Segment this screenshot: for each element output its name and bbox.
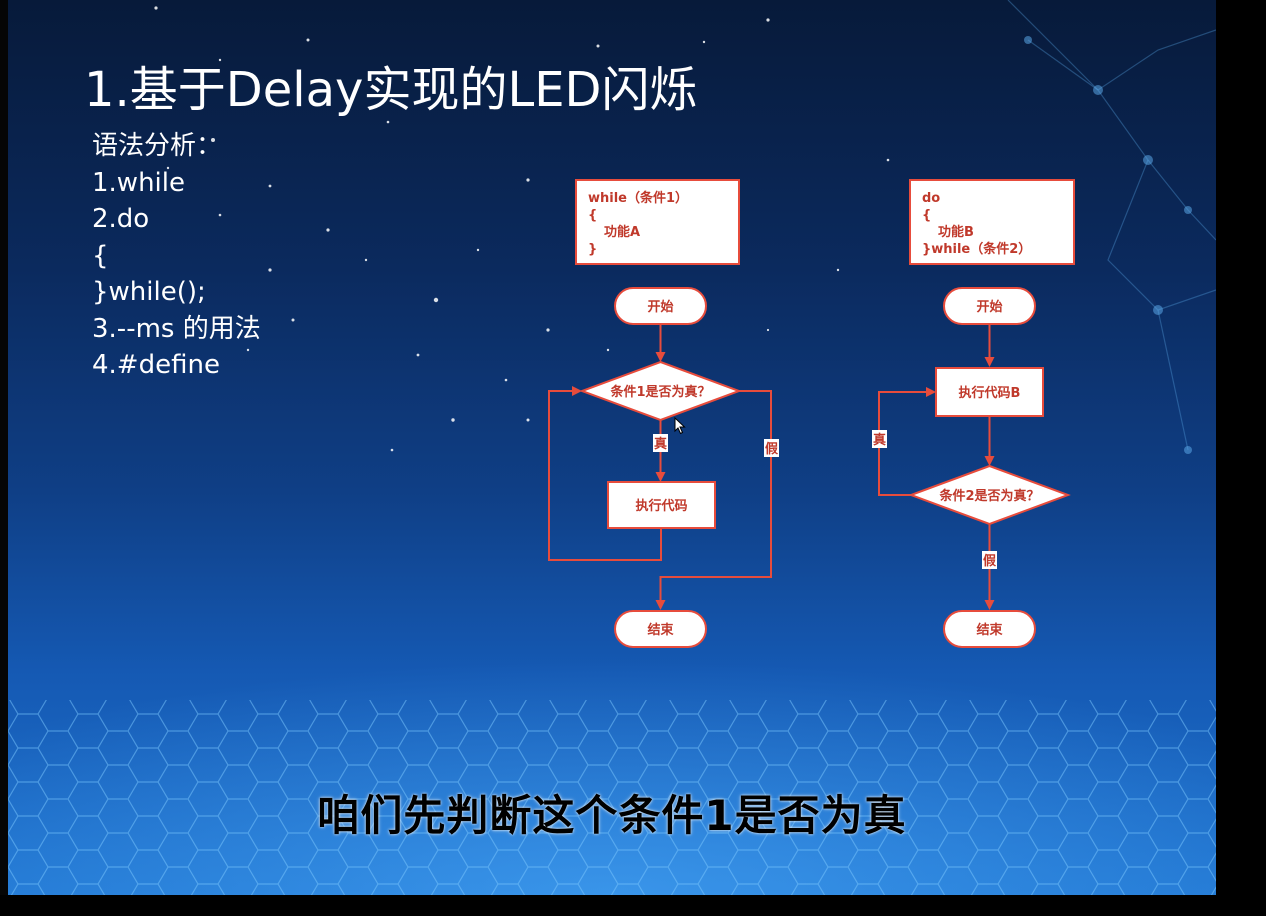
while-loop-back bbox=[548, 386, 662, 561]
subtitle-text: 咱们先判断这个条件1是否为真 bbox=[317, 791, 907, 840]
syntax-line: { bbox=[92, 240, 109, 271]
syntax-line: 语法分析： bbox=[92, 131, 223, 161]
do-while-condition-label: 条件2是否为真？ bbox=[939, 488, 1039, 504]
syntax-line: 2.do bbox=[92, 204, 150, 234]
while-code-line: 功能A bbox=[604, 224, 640, 240]
while-flowchart: while（条件1） { 功能A } 开始 条件1是否为真？ 真 执行代码 假 bbox=[548, 179, 779, 648]
while-true-label: 真 bbox=[654, 436, 667, 452]
while-start-label: 开始 bbox=[647, 299, 673, 315]
do-while-false-label: 假 bbox=[983, 553, 997, 569]
while-code-line: { bbox=[588, 208, 597, 223]
while-false-tag bbox=[764, 439, 779, 457]
do-while-start-label: 开始 bbox=[976, 299, 1002, 315]
syntax-line: }while(); bbox=[92, 277, 206, 307]
syntax-line: 3.--ms 的用法 bbox=[92, 313, 261, 344]
while-code-line: } bbox=[588, 242, 597, 257]
while-end-node bbox=[614, 610, 707, 648]
while-false-label: 假 bbox=[765, 441, 779, 457]
syntax-list: 语法分析： 1.while 2.do { }while(); 3.--ms 的用… bbox=[92, 128, 261, 384]
do-while-loop-back bbox=[878, 387, 936, 496]
while-code-line: while（条件1） bbox=[588, 190, 688, 206]
slide-title: 1.基于Delay实现的LED闪烁 bbox=[84, 62, 698, 118]
letterbox-bottom bbox=[0, 895, 1266, 916]
do-while-action-node bbox=[935, 367, 1044, 417]
do-while-code-line: 功能B bbox=[938, 224, 974, 240]
do-while-action-label: 执行代码B bbox=[959, 385, 1021, 401]
do-while-code-line: do bbox=[922, 191, 940, 206]
do-while-true-tag bbox=[872, 430, 887, 448]
mouse-cursor-icon bbox=[674, 417, 686, 435]
presentation-slide: 1.基于Delay实现的LED闪烁 语法分析： 1.while 2.do { }… bbox=[8, 0, 1216, 895]
while-condition-label: 条件1是否为真？ bbox=[610, 384, 710, 400]
while-code-box bbox=[575, 179, 740, 265]
do-while-false-tag bbox=[982, 551, 997, 569]
letterbox-right bbox=[1216, 0, 1266, 916]
while-action-node bbox=[607, 481, 716, 529]
do-while-code-line: }while（条件2） bbox=[922, 241, 1031, 257]
while-false-path bbox=[655, 390, 772, 610]
do-while-true-label: 真 bbox=[873, 432, 886, 448]
flowcharts: while（条件1） { 功能A } 开始 条件1是否为真？ 真 执行代码 假 bbox=[548, 179, 1075, 648]
syntax-line: 4.#define bbox=[92, 350, 220, 380]
do-while-end-label: 结束 bbox=[976, 622, 1003, 638]
do-while-end-node bbox=[943, 610, 1036, 648]
do-while-flowchart: do { 功能B }while（条件2） 开始 执行代码B 条件2是否为真？ 真… bbox=[872, 179, 1075, 648]
syntax-line: 1.while bbox=[92, 167, 185, 198]
do-while-code-line: { bbox=[922, 208, 931, 223]
video-subtitle: 咱们先判断这个条件1是否为真 bbox=[8, 788, 1216, 844]
while-action-label: 执行代码 bbox=[635, 498, 687, 514]
while-end-label: 结束 bbox=[647, 622, 674, 638]
while-true-tag bbox=[653, 434, 668, 452]
do-while-code-box bbox=[909, 179, 1075, 265]
